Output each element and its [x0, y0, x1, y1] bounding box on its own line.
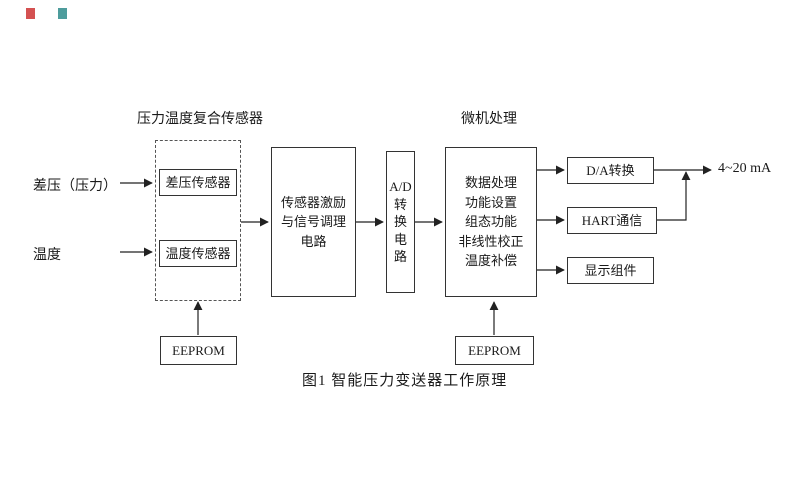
corner-mark-teal — [58, 8, 67, 19]
eeprom-mcu-block: EEPROM — [455, 336, 534, 365]
corner-mark-red — [26, 8, 35, 19]
dp-sensor-block: 差压传感器 — [159, 169, 237, 196]
temp-sensor-block: 温度传感器 — [159, 240, 237, 267]
hart-comm-block: HART通信 — [567, 207, 657, 234]
arrow-hart-to-output — [657, 171, 691, 221]
sensor-group-box — [155, 140, 241, 301]
sensor-group-label: 压力温度复合传感器 — [137, 112, 263, 127]
display-block: 显示组件 — [567, 257, 654, 284]
mcu-group-label: 微机处理 — [461, 112, 517, 127]
output-current-label: 4~20 mA — [718, 161, 772, 176]
processing-block: 数据处理 功能设置 组态功能 非线性校正 温度补偿 — [445, 147, 537, 297]
input-dp-label: 差压（压力） — [33, 179, 117, 194]
input-temp-label: 温度 — [33, 248, 61, 263]
signal-conditioning-block: 传感器激励 与信号调理 电路 — [271, 147, 356, 297]
da-converter-block: D/A转换 — [567, 157, 654, 184]
figure-caption: 图1 智能压力变送器工作原理 — [302, 373, 508, 389]
eeprom-sensor-block: EEPROM — [160, 336, 237, 365]
ad-converter-block: A/D 转 换 电 路 — [386, 151, 415, 293]
